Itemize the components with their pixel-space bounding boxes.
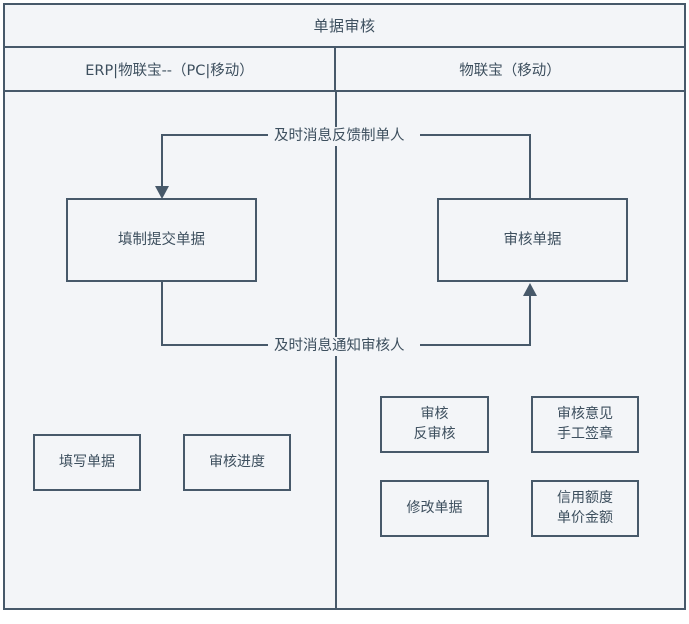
- lane-header-wlb: 物联宝（移动）: [336, 48, 684, 90]
- edge-notify-dropper: [161, 282, 163, 346]
- node-credit-limit-price-label: 信用额度 单价金额: [557, 490, 613, 526]
- edge-feedback-riser: [529, 134, 531, 198]
- node-audit-document-label: 审核单据: [503, 232, 562, 248]
- node-credit-limit-price[interactable]: 信用额度 单价金额: [531, 480, 639, 537]
- node-fill-submit-document[interactable]: 填制提交单据: [66, 198, 257, 282]
- arrowhead-up-icon: [523, 283, 537, 296]
- lane-header-band: ERP|物联宝--（PC|移动） 物联宝（移动）: [3, 48, 686, 92]
- node-audit-document[interactable]: 审核单据: [437, 198, 628, 282]
- node-audit-unaudit-label: 审核 反审核: [413, 406, 456, 442]
- edge-label-notify: 及时消息通知审核人: [268, 337, 411, 356]
- edge-notify-riser: [529, 294, 531, 346]
- node-audit-opinion-signature-label: 审核意见 手工签章: [557, 406, 613, 442]
- node-audit-opinion-signature[interactable]: 审核意见 手工签章: [531, 396, 639, 453]
- arrowhead-down-icon: [155, 186, 169, 199]
- edge-feedback-dropper: [161, 134, 163, 186]
- diagram-title-band: 单据审核: [3, 3, 686, 48]
- lane-header-wlb-label: 物联宝（移动）: [459, 62, 561, 79]
- edge-feedback-left-segment: [161, 134, 269, 136]
- lane-header-erp: ERP|物联宝--（PC|移动）: [5, 48, 336, 90]
- node-modify-document-label: 修改单据: [406, 499, 463, 516]
- node-audit-progress-label: 审核进度: [209, 453, 265, 470]
- node-modify-document[interactable]: 修改单据: [380, 480, 489, 537]
- node-fill-document-label: 填写单据: [59, 453, 115, 470]
- lane-header-erp-label: ERP|物联宝--（PC|移动）: [85, 62, 254, 79]
- node-fill-document[interactable]: 填写单据: [33, 434, 141, 491]
- node-fill-submit-document-label: 填制提交单据: [118, 232, 205, 248]
- diagram-title: 单据审核: [313, 17, 376, 35]
- edge-notify-right-segment: [420, 344, 531, 346]
- edge-label-feedback: 及时消息反馈制单人: [268, 127, 411, 146]
- edge-feedback-right-segment: [420, 134, 531, 136]
- node-audit-unaudit[interactable]: 审核 反审核: [380, 396, 489, 453]
- node-audit-progress[interactable]: 审核进度: [183, 434, 291, 491]
- edge-notify-left-segment: [161, 344, 269, 346]
